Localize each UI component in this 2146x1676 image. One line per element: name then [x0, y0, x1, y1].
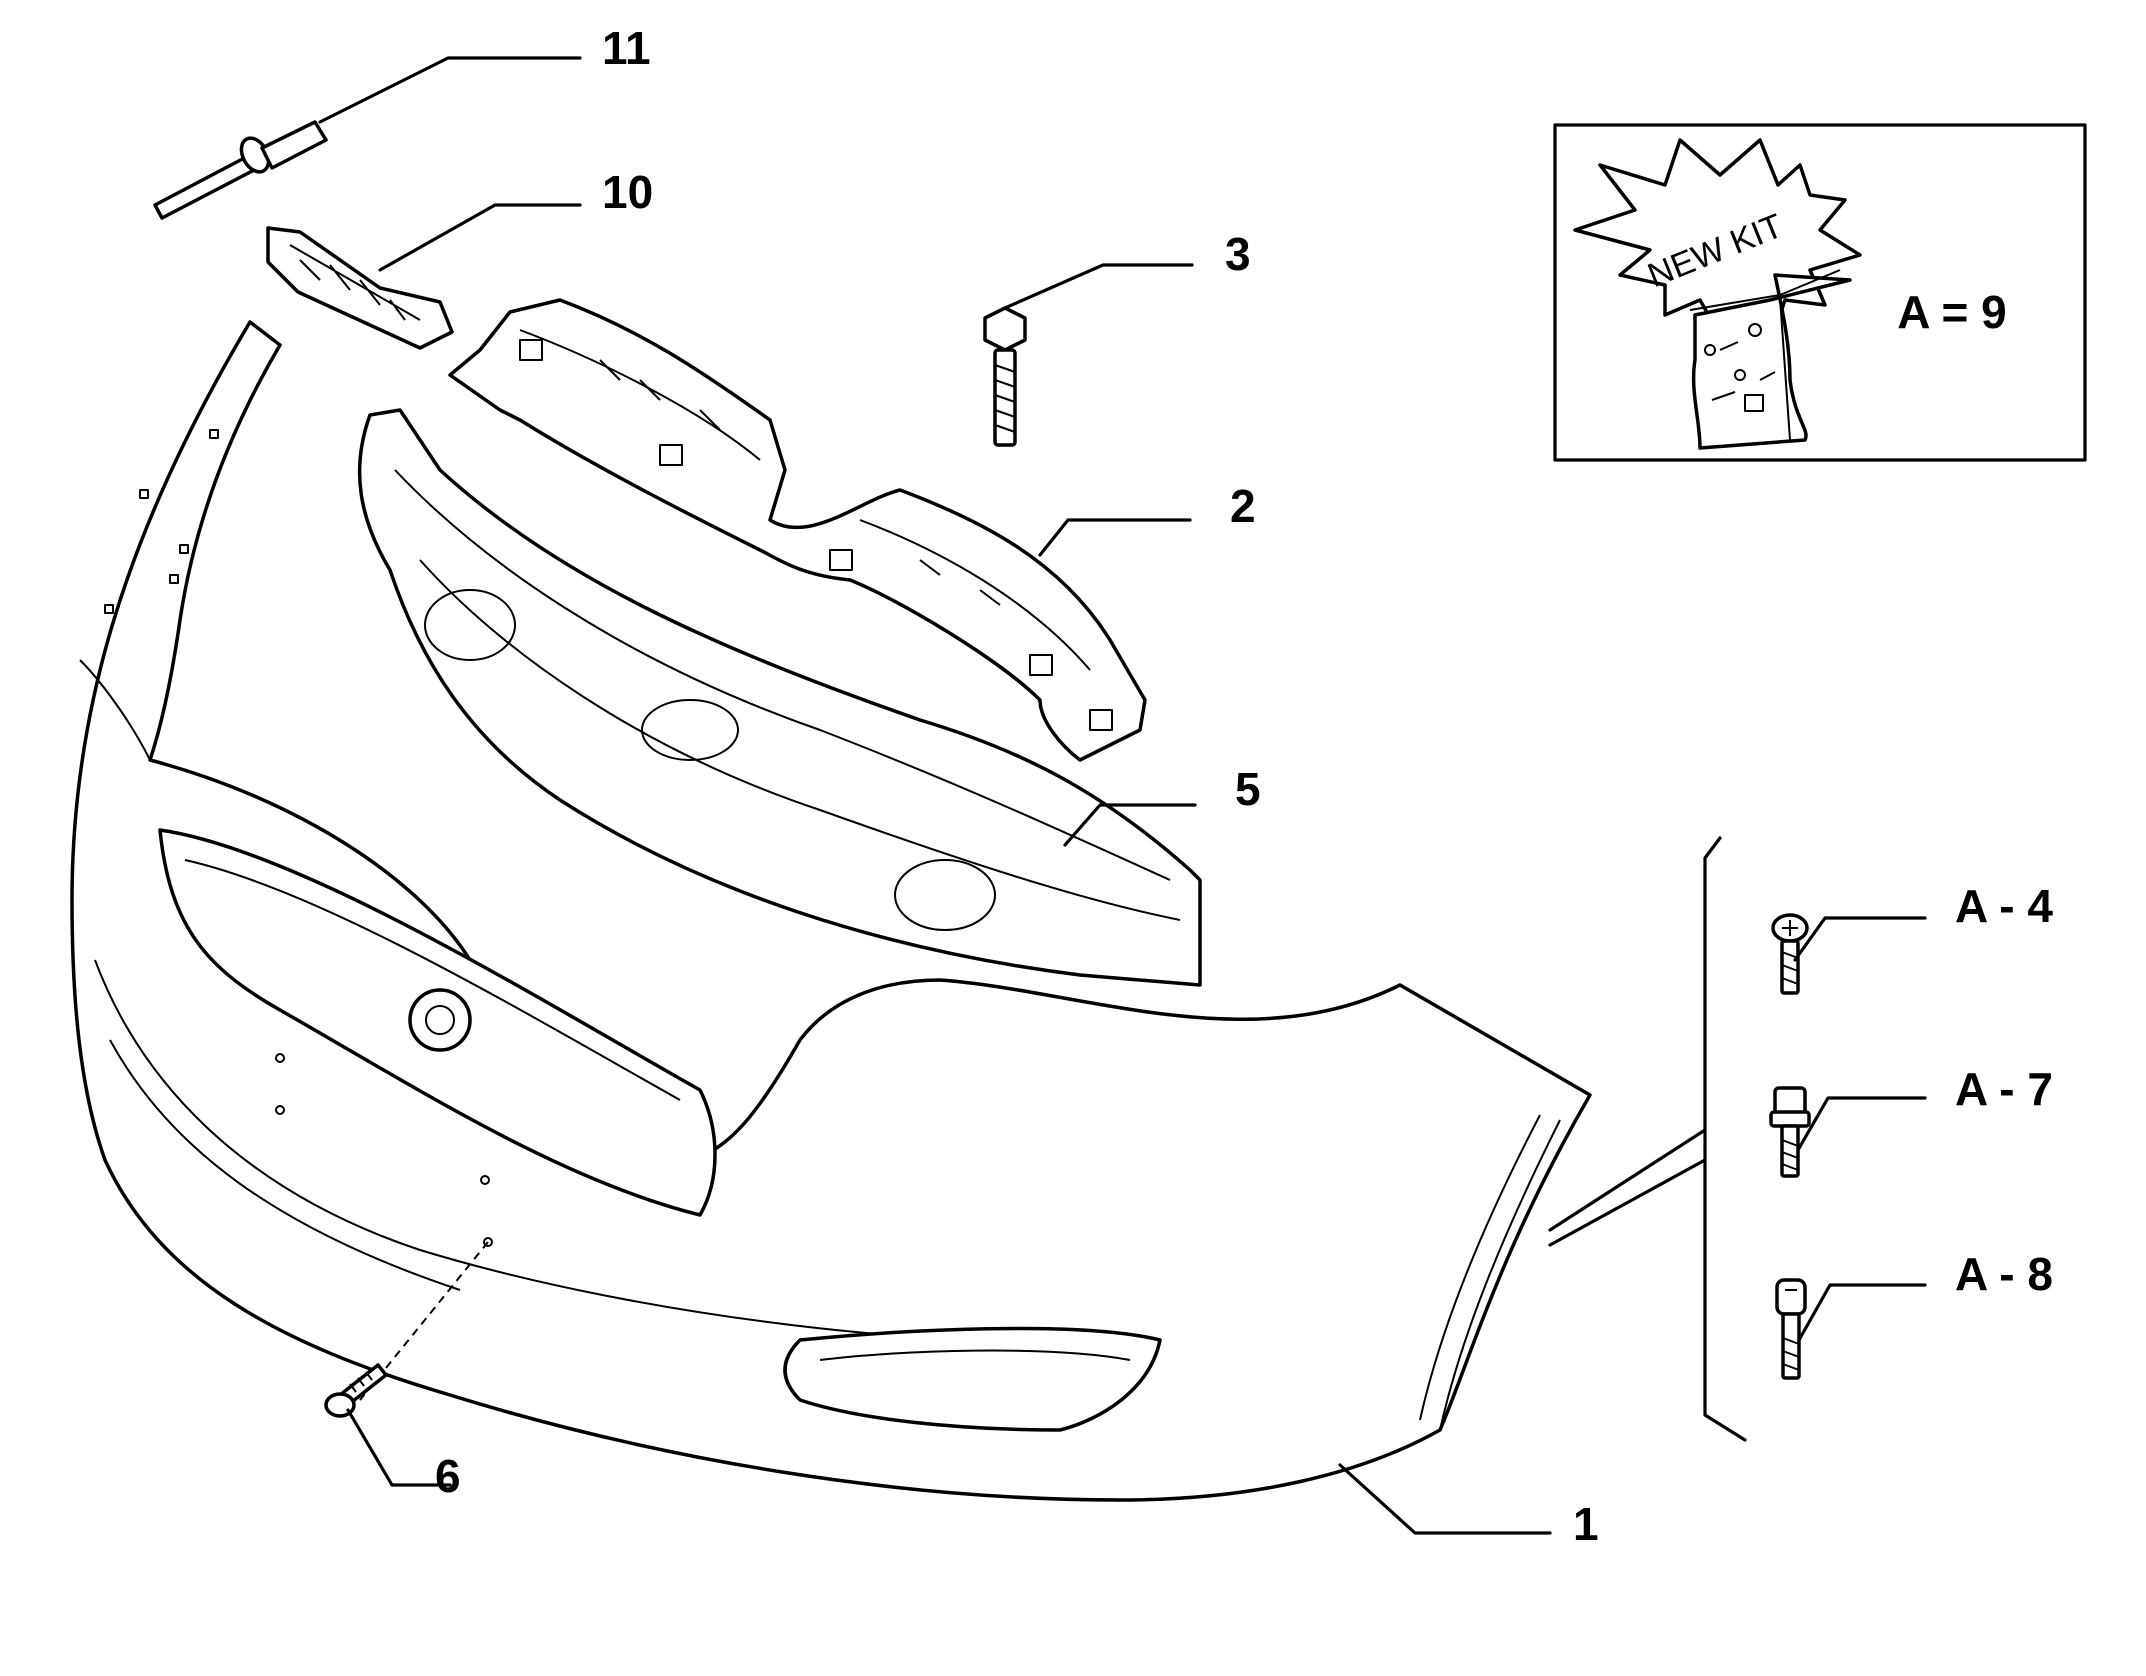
kit-box: NEW KIT A = 9 — [1553, 123, 2087, 462]
part-2-upper-bracket[interactable] — [448, 298, 1147, 762]
kit-label: A = 9 — [1897, 286, 2007, 338]
leader-lines — [318, 56, 1927, 1535]
callout-3: 3 — [1225, 228, 1251, 280]
callout-6: 6 — [435, 1450, 461, 1502]
callout-11: 11 — [602, 22, 651, 74]
callout-10: 10 — [602, 166, 653, 218]
leader-a8 — [1797, 1283, 1927, 1342]
a-group-bracket — [1548, 836, 1747, 1442]
callout-1: 1 — [1573, 1498, 1599, 1550]
part-a8-socket-bolt[interactable] — [1775, 1278, 1807, 1380]
leader-a4 — [1793, 916, 1927, 962]
part-6-screw[interactable] — [324, 1363, 388, 1418]
part-10-clip[interactable] — [266, 226, 454, 350]
leader-5 — [1063, 803, 1197, 847]
leader-a7 — [1796, 1096, 1927, 1152]
part-5-absorber-beam[interactable] — [357, 408, 1202, 987]
callout-a4: A - 4 — [1955, 880, 2053, 932]
leader-1 — [1338, 1463, 1552, 1535]
part-3-hex-bolt[interactable] — [983, 306, 1027, 447]
callout-a7: A - 7 — [1955, 1063, 2053, 1115]
part-a4-pan-screw[interactable] — [1771, 913, 1809, 995]
callout-labels: 11 10 3 2 5 6 1 A - 4 A - 7 A - 8 — [435, 22, 2053, 1550]
leader-10 — [378, 203, 582, 272]
callout-5: 5 — [1235, 763, 1261, 815]
kit-bag-icon — [1691, 273, 1852, 450]
part-11-rivet[interactable] — [153, 120, 328, 220]
leader-11 — [318, 56, 582, 124]
leader-6 — [346, 1408, 452, 1487]
leader-3 — [1003, 263, 1194, 310]
leader-2 — [1038, 518, 1192, 557]
callout-a8: A - 8 — [1955, 1248, 2053, 1300]
part-1-bumper-shell[interactable] — [70, 320, 1592, 1502]
callout-2: 2 — [1230, 480, 1256, 532]
part-a7-collar-bolt[interactable] — [1769, 1086, 1811, 1178]
